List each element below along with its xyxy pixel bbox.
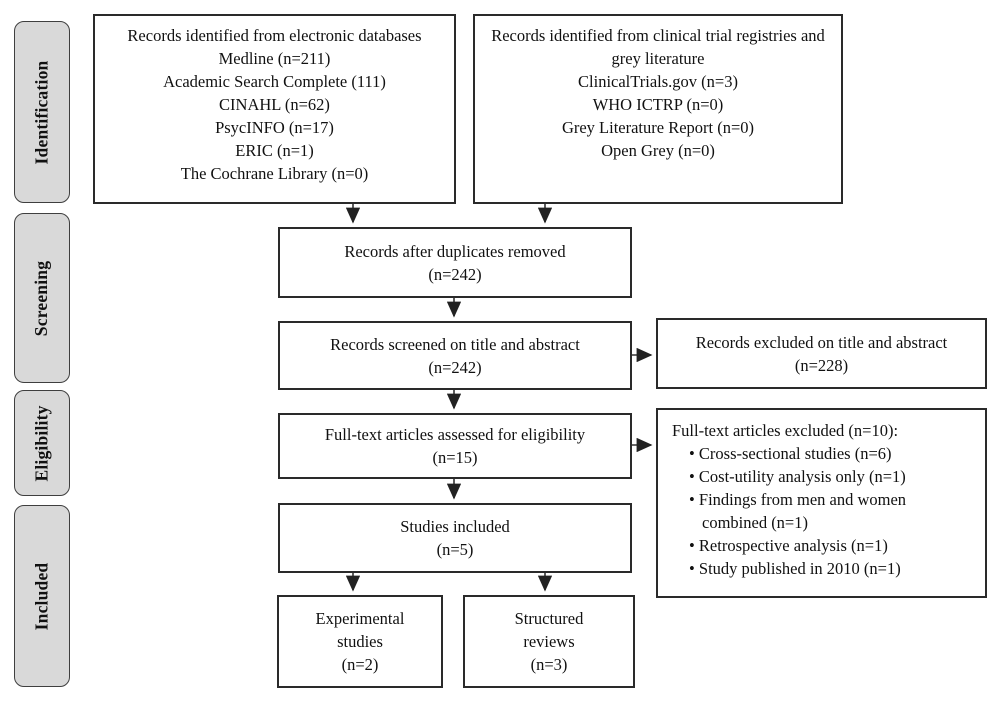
stage-label-eligibility: Eligibility [14, 390, 70, 496]
box-line: Records after duplicates removed [344, 241, 566, 261]
stage-label-text: Screening [31, 260, 52, 336]
stage-label-text: Included [31, 562, 52, 630]
box-line: (n=5) [436, 540, 474, 559]
box-fulltext-excluded: Full-text articles excluded (n=10): Cros… [656, 408, 987, 598]
box-trial-registries: Records identified from clinical trial r… [473, 14, 843, 204]
box-line: Grey Literature Report (n=0) [561, 118, 755, 137]
box-electronic-databases: Records identified from electronic datab… [93, 14, 456, 204]
box-line: CINAHL (n=62) [219, 95, 330, 114]
stage-label-identification: Identification [14, 21, 70, 203]
box-studies-included: Studies included (n=5) [278, 503, 632, 573]
box-line: (n=15) [432, 448, 478, 467]
box-line: Structured [514, 609, 584, 628]
box-line: studies [337, 632, 383, 651]
box-line: (n=242) [428, 264, 482, 284]
box-records-excluded: Records excluded on title and abstract (… [656, 318, 987, 389]
excluded-reason-item: Retrospective analysis (n=1) [672, 534, 965, 557]
box-line: Records excluded on title and abstract [695, 332, 948, 352]
box-line: Experimental [315, 609, 405, 628]
stage-label-text: Identification [31, 60, 52, 164]
excluded-reason-item: Study published in 2010 (n=1) [672, 557, 965, 580]
box-line: ClinicalTrials.gov (n=3) [578, 72, 738, 91]
stage-label-included: Included [14, 505, 70, 687]
box-line: (n=3) [530, 655, 568, 674]
box-line: Records screened on title and abstract [330, 334, 580, 354]
box-line: Records identified from clinical trial r… [491, 26, 825, 68]
excluded-reason-item: Cost-utility analysis only (n=1) [672, 465, 965, 488]
box-line: Open Grey (n=0) [601, 141, 715, 160]
excluded-reason-item: Findings from men and women combined (n=… [672, 488, 965, 534]
box-line: The Cochrane Library (n=0) [180, 164, 369, 183]
box-line: Full-text articles assessed for eligibil… [324, 425, 586, 444]
box-experimental-studies: Experimental studies (n=2) [277, 595, 443, 688]
box-line: WHO ICTRP (n=0) [592, 95, 724, 114]
box-line: reviews [523, 632, 575, 651]
box-structured-reviews: Structured reviews (n=3) [463, 595, 635, 688]
box-line: (n=2) [341, 655, 379, 674]
box-line: (n=228) [794, 355, 849, 375]
excluded-reason-item: Cross-sectional studies (n=6) [672, 442, 965, 465]
stage-label-screening: Screening [14, 213, 70, 383]
box-line: Studies included [400, 517, 510, 536]
box-line: ERIC (n=1) [235, 141, 314, 160]
box-title: Full-text articles excluded (n=10): [672, 421, 899, 440]
box-fulltext-assessed: Full-text articles assessed for eligibil… [278, 413, 632, 479]
box-line: PsycINFO (n=17) [215, 118, 334, 137]
box-line: Academic Search Complete (111) [163, 72, 386, 91]
box-duplicates-removed: Records after duplicates removed (n=242) [278, 227, 632, 298]
box-line: (n=242) [428, 357, 482, 377]
box-records-screened: Records screened on title and abstract (… [278, 321, 632, 390]
box-line: Medline (n=211) [218, 49, 331, 68]
stage-label-text: Eligibility [31, 404, 52, 482]
box-line: Records identified from electronic datab… [127, 26, 422, 45]
